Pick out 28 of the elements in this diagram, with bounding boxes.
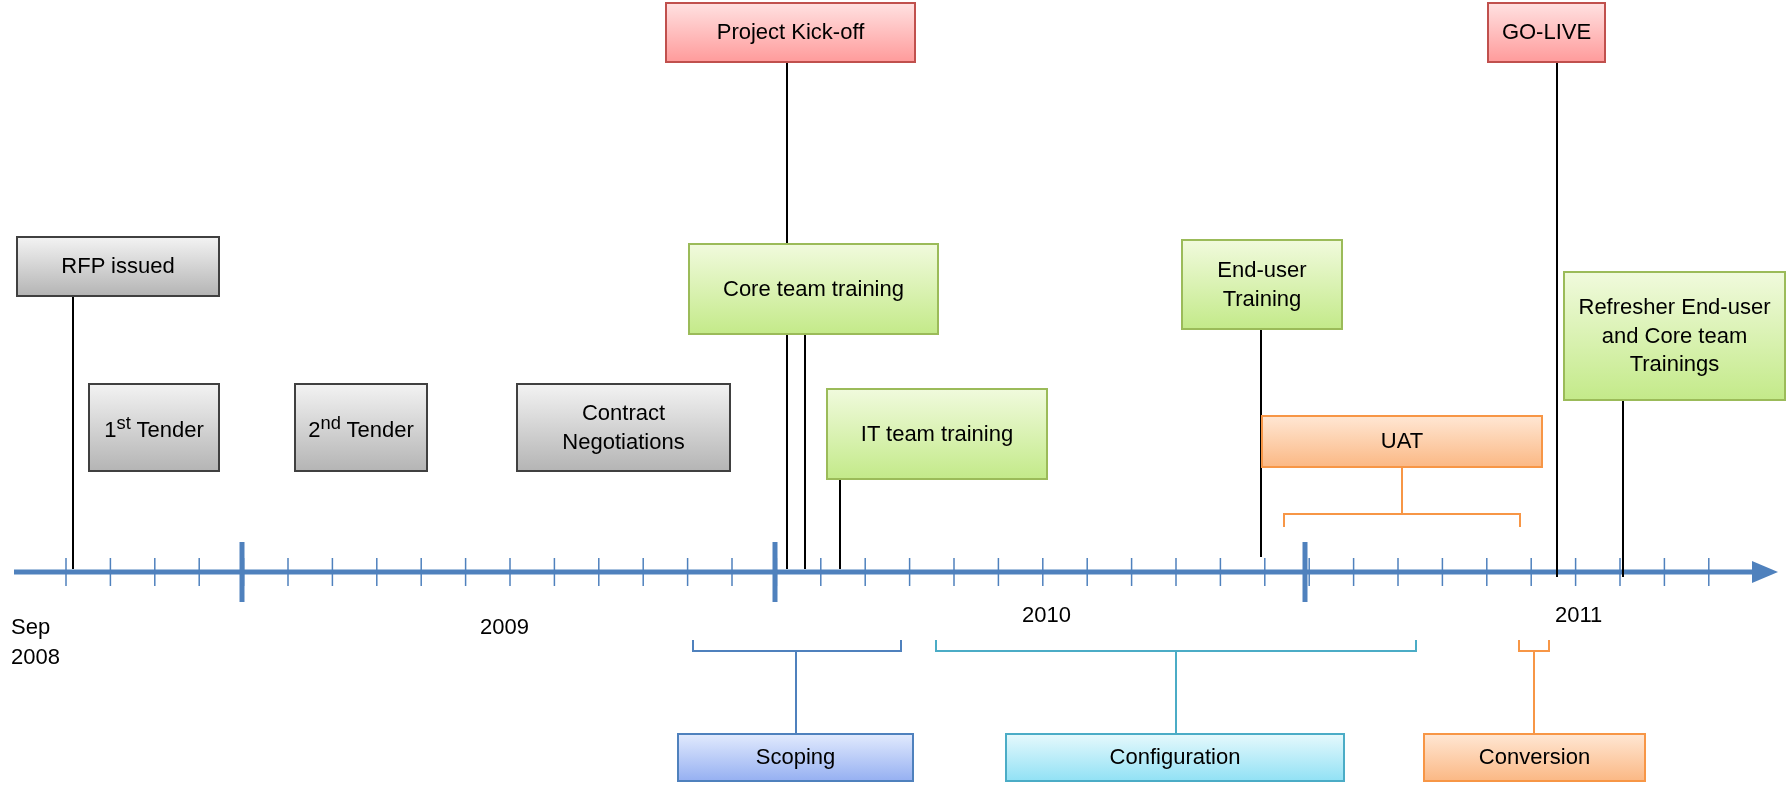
training-box: End-user Training [1181, 239, 1343, 330]
training-box: Core team training [688, 243, 939, 335]
milestone-box: GO-LIVE [1487, 2, 1606, 63]
event-box: RFP issued [16, 236, 220, 297]
leader-line [1401, 467, 1403, 515]
year-label: 2009 [480, 613, 530, 641]
year-label: 2011 [1555, 601, 1604, 629]
event-box: Contract Negotiations [516, 383, 731, 472]
event-box: 1$^{st}$ Tender [88, 383, 220, 472]
phase-box: Scoping [677, 733, 914, 782]
phase-box: UAT [1261, 415, 1543, 468]
training-box: IT team training [826, 388, 1048, 480]
year-label: 2010 [1022, 601, 1072, 629]
leader-line [1175, 650, 1177, 734]
leader-line [795, 650, 797, 734]
leader-line [1622, 400, 1624, 578]
milestone-box: Project Kick-off [665, 2, 916, 63]
event-box: 2$^{nd}$ Tender [294, 383, 428, 472]
leader-line [1533, 650, 1535, 734]
year-label: Sep 2008 [11, 613, 61, 671]
phase-box: Conversion [1423, 733, 1646, 782]
training-box: Refresher End-user and Core team Trainings [1563, 271, 1786, 401]
leader-line [72, 296, 74, 570]
leader-line [804, 334, 806, 570]
leader-line [839, 479, 841, 570]
phase-box: Configuration [1005, 733, 1345, 782]
leader-line [1556, 62, 1558, 578]
leader-line [1260, 329, 1262, 558]
